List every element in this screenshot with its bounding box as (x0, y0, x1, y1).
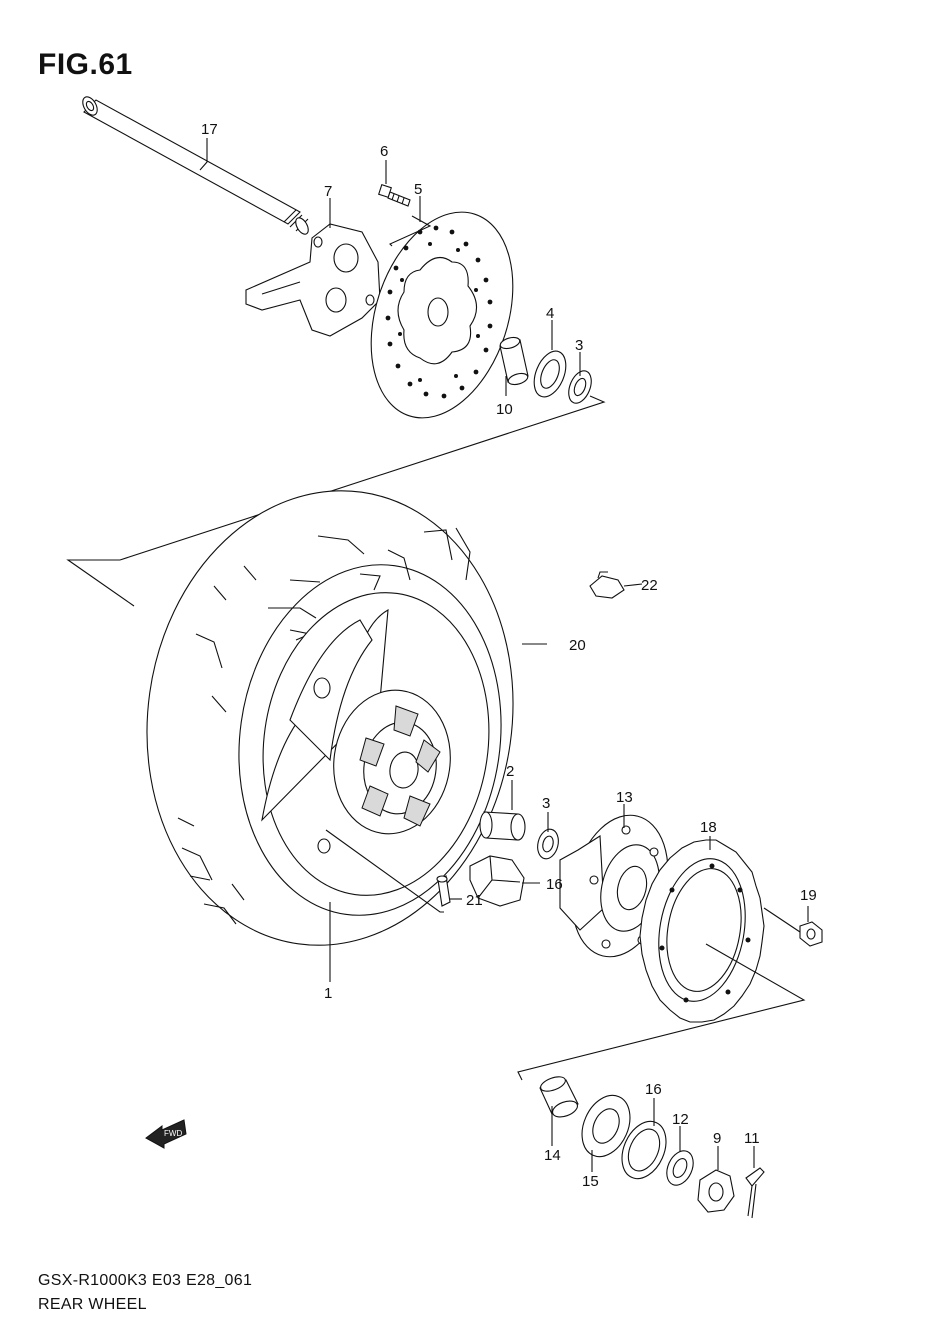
callout-label: 22 (641, 577, 658, 594)
sprocket-nut-part (799, 921, 823, 947)
rear-axle-part (82, 96, 309, 235)
rear-sprocket-part (639, 839, 765, 1023)
caliper-bracket-part (245, 223, 381, 337)
callout-label: 17 (201, 121, 218, 138)
disc-bolt-part (378, 184, 411, 207)
figure-title: FIG.61 (38, 48, 133, 81)
callout-label: 15 (582, 1173, 599, 1190)
forward-direction-badge: FWD (145, 1119, 187, 1149)
upper-oil-seal-part (533, 350, 567, 398)
callout-label: 5 (414, 181, 422, 198)
forward-direction-label: FWD (164, 1129, 182, 1138)
cush-drive-damper-part (469, 855, 525, 907)
upper-spacer-part (499, 336, 529, 386)
assembly-line-lower (517, 943, 806, 1081)
callout-label: 10 (496, 401, 513, 418)
callout-label: 16 (546, 876, 563, 893)
callout-label: 3 (575, 337, 583, 354)
sprocket-bearing-part (581, 1094, 631, 1158)
rear-wheel-part (261, 592, 490, 896)
assembly-line-nut (763, 907, 801, 933)
leader-lines (199, 138, 809, 1172)
callout-label: 2 (506, 763, 514, 780)
callout-label: 12 (672, 1111, 689, 1128)
callout-label: 20 (569, 637, 586, 654)
brake-disc-part (370, 211, 514, 419)
callout-label: 4 (546, 305, 554, 322)
sprocket-collar-part (666, 1150, 694, 1186)
balance-weight-part (589, 571, 625, 599)
model-code-label: GSX-R1000K3 E03 E28_061 (38, 1272, 253, 1289)
sprocket-spacer-part (539, 1076, 579, 1118)
callout-label: 11 (744, 1130, 760, 1147)
callout-label: 9 (713, 1130, 721, 1147)
callout-label: 21 (466, 892, 483, 909)
middle-bearing-part (537, 828, 559, 860)
callout-label: 6 (380, 143, 388, 160)
callout-label: 18 (700, 819, 717, 836)
callout-label: 13 (616, 789, 633, 806)
cotter-pin-part (745, 1167, 765, 1219)
callout-label: 16 (645, 1081, 662, 1098)
callout-label: 7 (324, 183, 332, 200)
callout-label: 3 (542, 795, 550, 812)
section-name-label: REAR WHEEL (38, 1296, 147, 1313)
callout-label: 14 (544, 1147, 561, 1164)
wheel-spacer-part (479, 811, 526, 841)
upper-bearing-part (568, 370, 592, 404)
callout-label: 1 (324, 985, 332, 1002)
sprocket-oil-seal-part (621, 1120, 667, 1180)
assembly-line-bolt (389, 215, 432, 247)
callout-label: 19 (800, 887, 817, 904)
assembly-line-valve (325, 829, 444, 913)
axle-nut-part (697, 1169, 735, 1213)
air-valve-part (436, 875, 451, 907)
